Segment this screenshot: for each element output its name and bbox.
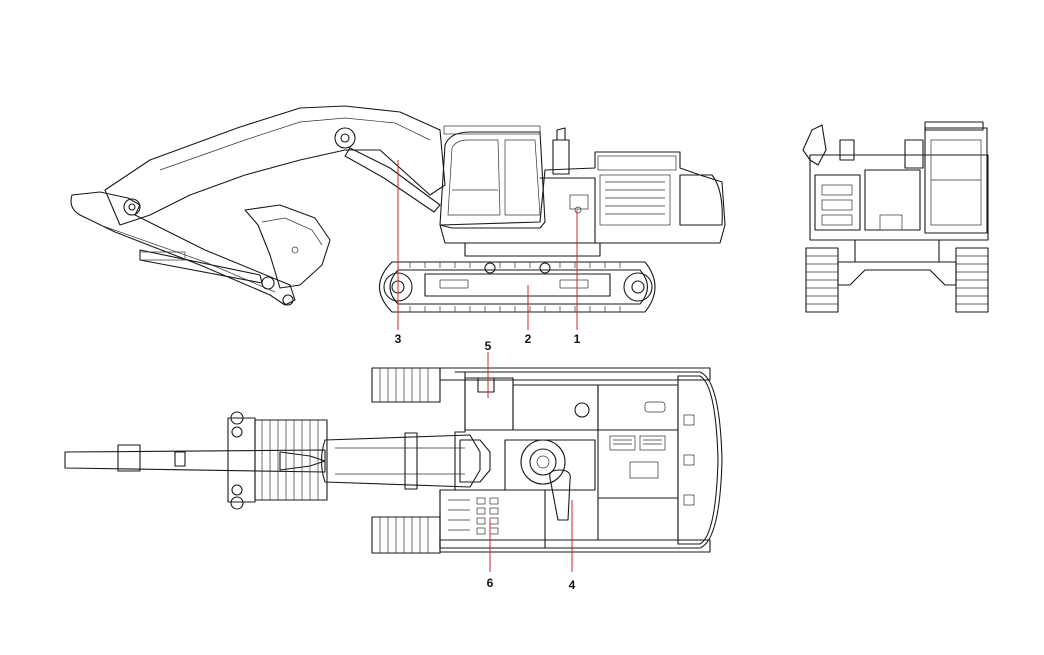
- callout-6: 6: [487, 576, 494, 590]
- top-tracks: [371, 367, 711, 554]
- swing-base: [464, 242, 601, 257]
- top-arm-bucket: [64, 411, 328, 510]
- callout-1: 1: [574, 332, 581, 346]
- top-leaders: [487, 352, 573, 572]
- callout-5: 5: [485, 339, 492, 353]
- side-track: [378, 261, 656, 313]
- side-bucket: [244, 204, 331, 289]
- side-leaders: [397, 160, 578, 330]
- callout-2: 2: [525, 332, 532, 346]
- rear-view: [802, 121, 989, 313]
- callout-4: 4: [569, 578, 576, 592]
- side-upperstructure: [439, 125, 726, 244]
- top-boom: [320, 432, 491, 490]
- callout-3: 3: [395, 332, 402, 346]
- side-view: 1 2 3: [70, 105, 726, 346]
- side-arm: [70, 191, 296, 306]
- top-upperstructure: [439, 371, 723, 549]
- side-boom: [104, 105, 446, 226]
- top-view: 5 6 4: [64, 339, 723, 592]
